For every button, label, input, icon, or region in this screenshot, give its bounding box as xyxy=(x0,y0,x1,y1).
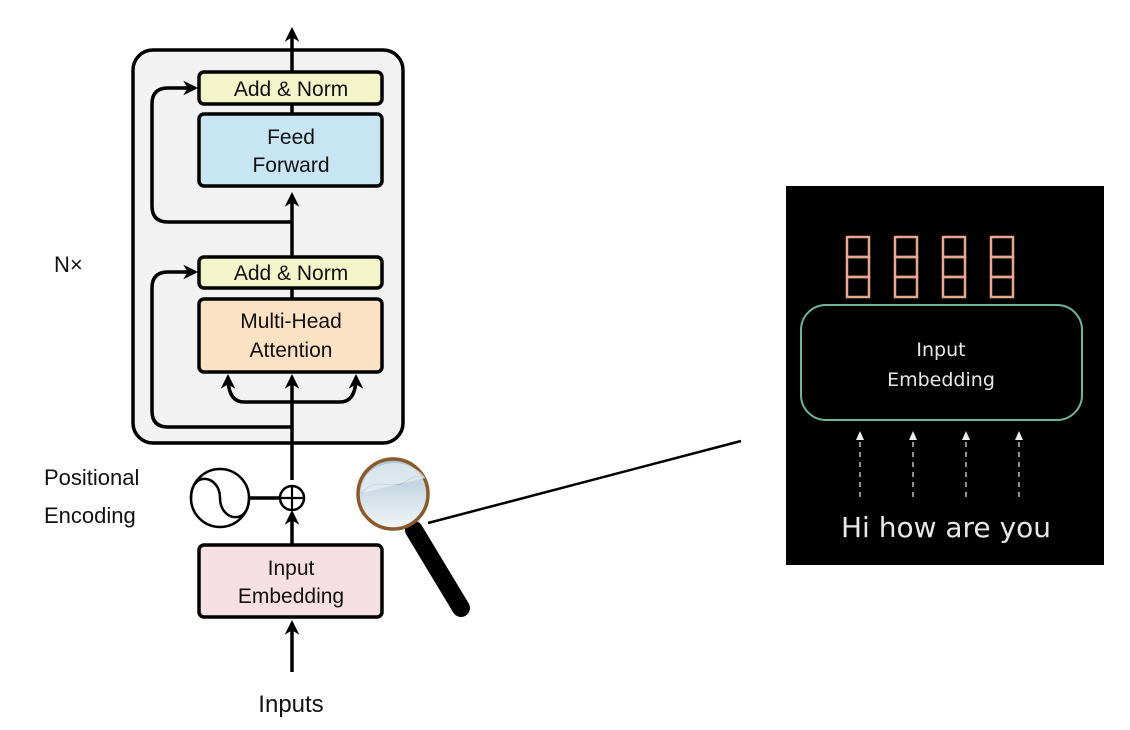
attention-input-fan xyxy=(220,374,364,404)
attention-box xyxy=(197,297,384,374)
feed-forward-label-line1: Feed xyxy=(267,126,315,149)
panel-embedding-label-line1: Input xyxy=(916,339,965,361)
sine-wave-icon xyxy=(189,467,251,529)
positional-encoding-label-line1: Positional xyxy=(44,465,139,490)
vector-cell xyxy=(989,275,1015,299)
embedding-vectors xyxy=(845,235,1015,299)
inputs-label: Inputs xyxy=(258,691,323,718)
attention-label-line2: Attention xyxy=(250,339,333,362)
feed-forward-box xyxy=(197,112,384,188)
input-embedding-label-line1: Input xyxy=(268,557,315,580)
panel-sentence: Hi how are you xyxy=(841,511,1051,544)
embedding-vector xyxy=(893,235,919,299)
feed-forward-label-line2: Forward xyxy=(252,154,329,177)
zoom-callout-line xyxy=(427,439,742,525)
input-embedding-box xyxy=(197,543,384,619)
vector-cell xyxy=(845,275,871,299)
add-norm-top-box xyxy=(197,70,384,106)
arrowhead-icon xyxy=(909,431,917,440)
encoder-block xyxy=(131,48,405,445)
repeat-label: N× xyxy=(54,252,83,277)
panel-embedding-label-line2: Embedding xyxy=(887,369,995,391)
input-embedding-label-line2: Embedding xyxy=(238,585,344,608)
vector-cell xyxy=(941,275,967,299)
add-norm-bottom-label: Add & Norm xyxy=(234,262,348,285)
arrowhead-icon xyxy=(856,431,864,440)
attention-label-line1: Multi-Head xyxy=(240,310,342,333)
vector-cell xyxy=(893,275,919,299)
add-norm-top-label: Add & Norm xyxy=(234,78,348,101)
positional-encoding-label-line2: Encoding xyxy=(44,503,136,528)
residual-arrow-top xyxy=(150,80,292,224)
residual-arrow-bottom xyxy=(150,264,292,429)
arrowhead-icon xyxy=(962,431,970,440)
magnifier-icon xyxy=(356,457,470,617)
embedding-vector xyxy=(941,235,967,299)
zoom-panel xyxy=(786,186,1104,565)
add-norm-bottom-box xyxy=(197,255,384,290)
token-arrows xyxy=(856,431,1023,497)
embedding-vector xyxy=(845,235,871,299)
add-circle-icon xyxy=(278,484,306,512)
arrowhead-icon xyxy=(1015,431,1023,440)
panel-embedding-box xyxy=(800,304,1083,421)
embedding-vector xyxy=(989,235,1015,299)
